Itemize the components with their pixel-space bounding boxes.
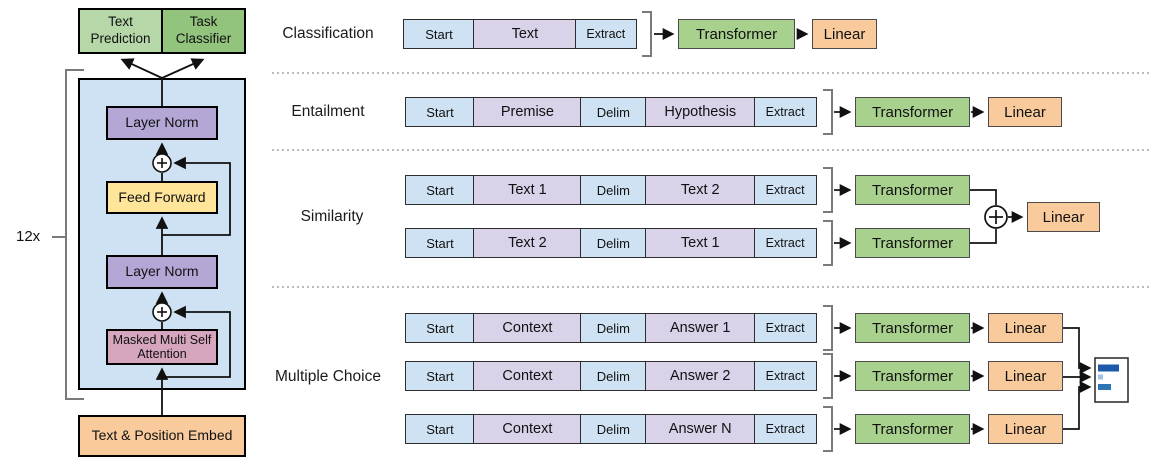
layer-norm-bottom-box: Layer Norm	[106, 255, 218, 289]
masked-attention-box: Masked Multi Self Attention	[106, 329, 218, 365]
token-cell: Start	[405, 228, 475, 258]
token-cell: Delim	[579, 361, 647, 391]
token-cell: Delim	[579, 313, 647, 343]
token-sequence: Start Context Delim Answer 2 Extract	[405, 361, 817, 391]
token-sequence: Start Text Extract	[403, 19, 637, 49]
section-label-multiple-choice: Multiple Choice	[275, 368, 381, 385]
token-cell: Delim	[579, 97, 647, 127]
token-cell: Text 1	[645, 228, 756, 258]
token-cell: Context	[473, 361, 582, 391]
token-cell: Extract	[753, 175, 817, 205]
transformer-box: Transformer	[855, 97, 970, 127]
token-sequence: Start Text 2 Delim Text 1 Extract	[405, 228, 817, 258]
token-cell: Extract	[753, 313, 817, 343]
token-cell: Delim	[579, 175, 647, 205]
add-icon	[984, 205, 1008, 229]
transformer-box: Transformer	[855, 361, 970, 391]
section-label-classification: Classification	[282, 25, 374, 42]
token-sequence: Start Context Delim Answer N Extract	[405, 414, 817, 444]
repeat-count-label: 12x	[16, 228, 41, 245]
token-cell: Start	[405, 175, 475, 205]
token-cell: Text	[473, 19, 577, 49]
token-cell: Answer 1	[645, 313, 756, 343]
token-cell: Start	[405, 97, 475, 127]
token-cell: Extract	[753, 97, 817, 127]
token-cell: Extract	[574, 19, 637, 49]
feed-forward-box: Feed Forward	[106, 181, 218, 214]
token-cell: Extract	[753, 228, 817, 258]
linear-box: Linear	[988, 97, 1062, 127]
linear-box: Linear	[988, 313, 1063, 343]
transformer-box: Transformer	[678, 19, 795, 49]
section-label-similarity: Similarity	[300, 208, 364, 225]
token-cell: Text 2	[645, 175, 756, 205]
token-cell: Extract	[753, 361, 817, 391]
token-sequence: Start Premise Delim Hypothesis Extract	[405, 97, 817, 127]
linear-box: Linear	[988, 361, 1063, 391]
transformer-box: Transformer	[855, 175, 970, 205]
token-sequence: Start Context Delim Answer 1 Extract	[405, 313, 817, 343]
text-prediction-box: Text Prediction	[78, 8, 163, 54]
answer-score-chart-icon	[1094, 357, 1129, 403]
token-cell: Start	[403, 19, 475, 49]
token-cell: Text 2	[473, 228, 582, 258]
token-cell: Text 1	[473, 175, 582, 205]
section-label-entailment: Entailment	[291, 103, 365, 120]
token-cell: Answer 2	[645, 361, 756, 391]
token-cell: Context	[473, 414, 582, 444]
layer-norm-top-box: Layer Norm	[106, 106, 218, 140]
token-cell: Premise	[473, 97, 582, 127]
token-cell: Delim	[579, 228, 647, 258]
linear-box: Linear	[988, 414, 1063, 444]
token-sequence: Start Text 1 Delim Text 2 Extract	[405, 175, 817, 205]
task-classifier-box: Task Classifier	[161, 8, 246, 54]
transformer-box: Transformer	[855, 313, 970, 343]
token-cell: Hypothesis	[645, 97, 756, 127]
token-cell: Delim	[579, 414, 647, 444]
token-cell: Context	[473, 313, 582, 343]
token-cell: Answer N	[645, 414, 756, 444]
transformer-box: Transformer	[855, 228, 970, 258]
token-cell: Start	[405, 414, 475, 444]
linear-box: Linear	[1027, 202, 1100, 232]
transformer-box: Transformer	[855, 414, 970, 444]
token-cell: Start	[405, 361, 475, 391]
linear-box: Linear	[812, 19, 877, 49]
token-cell: Extract	[753, 414, 817, 444]
token-cell: Start	[405, 313, 475, 343]
embed-box: Text & Position Embed	[78, 415, 246, 457]
